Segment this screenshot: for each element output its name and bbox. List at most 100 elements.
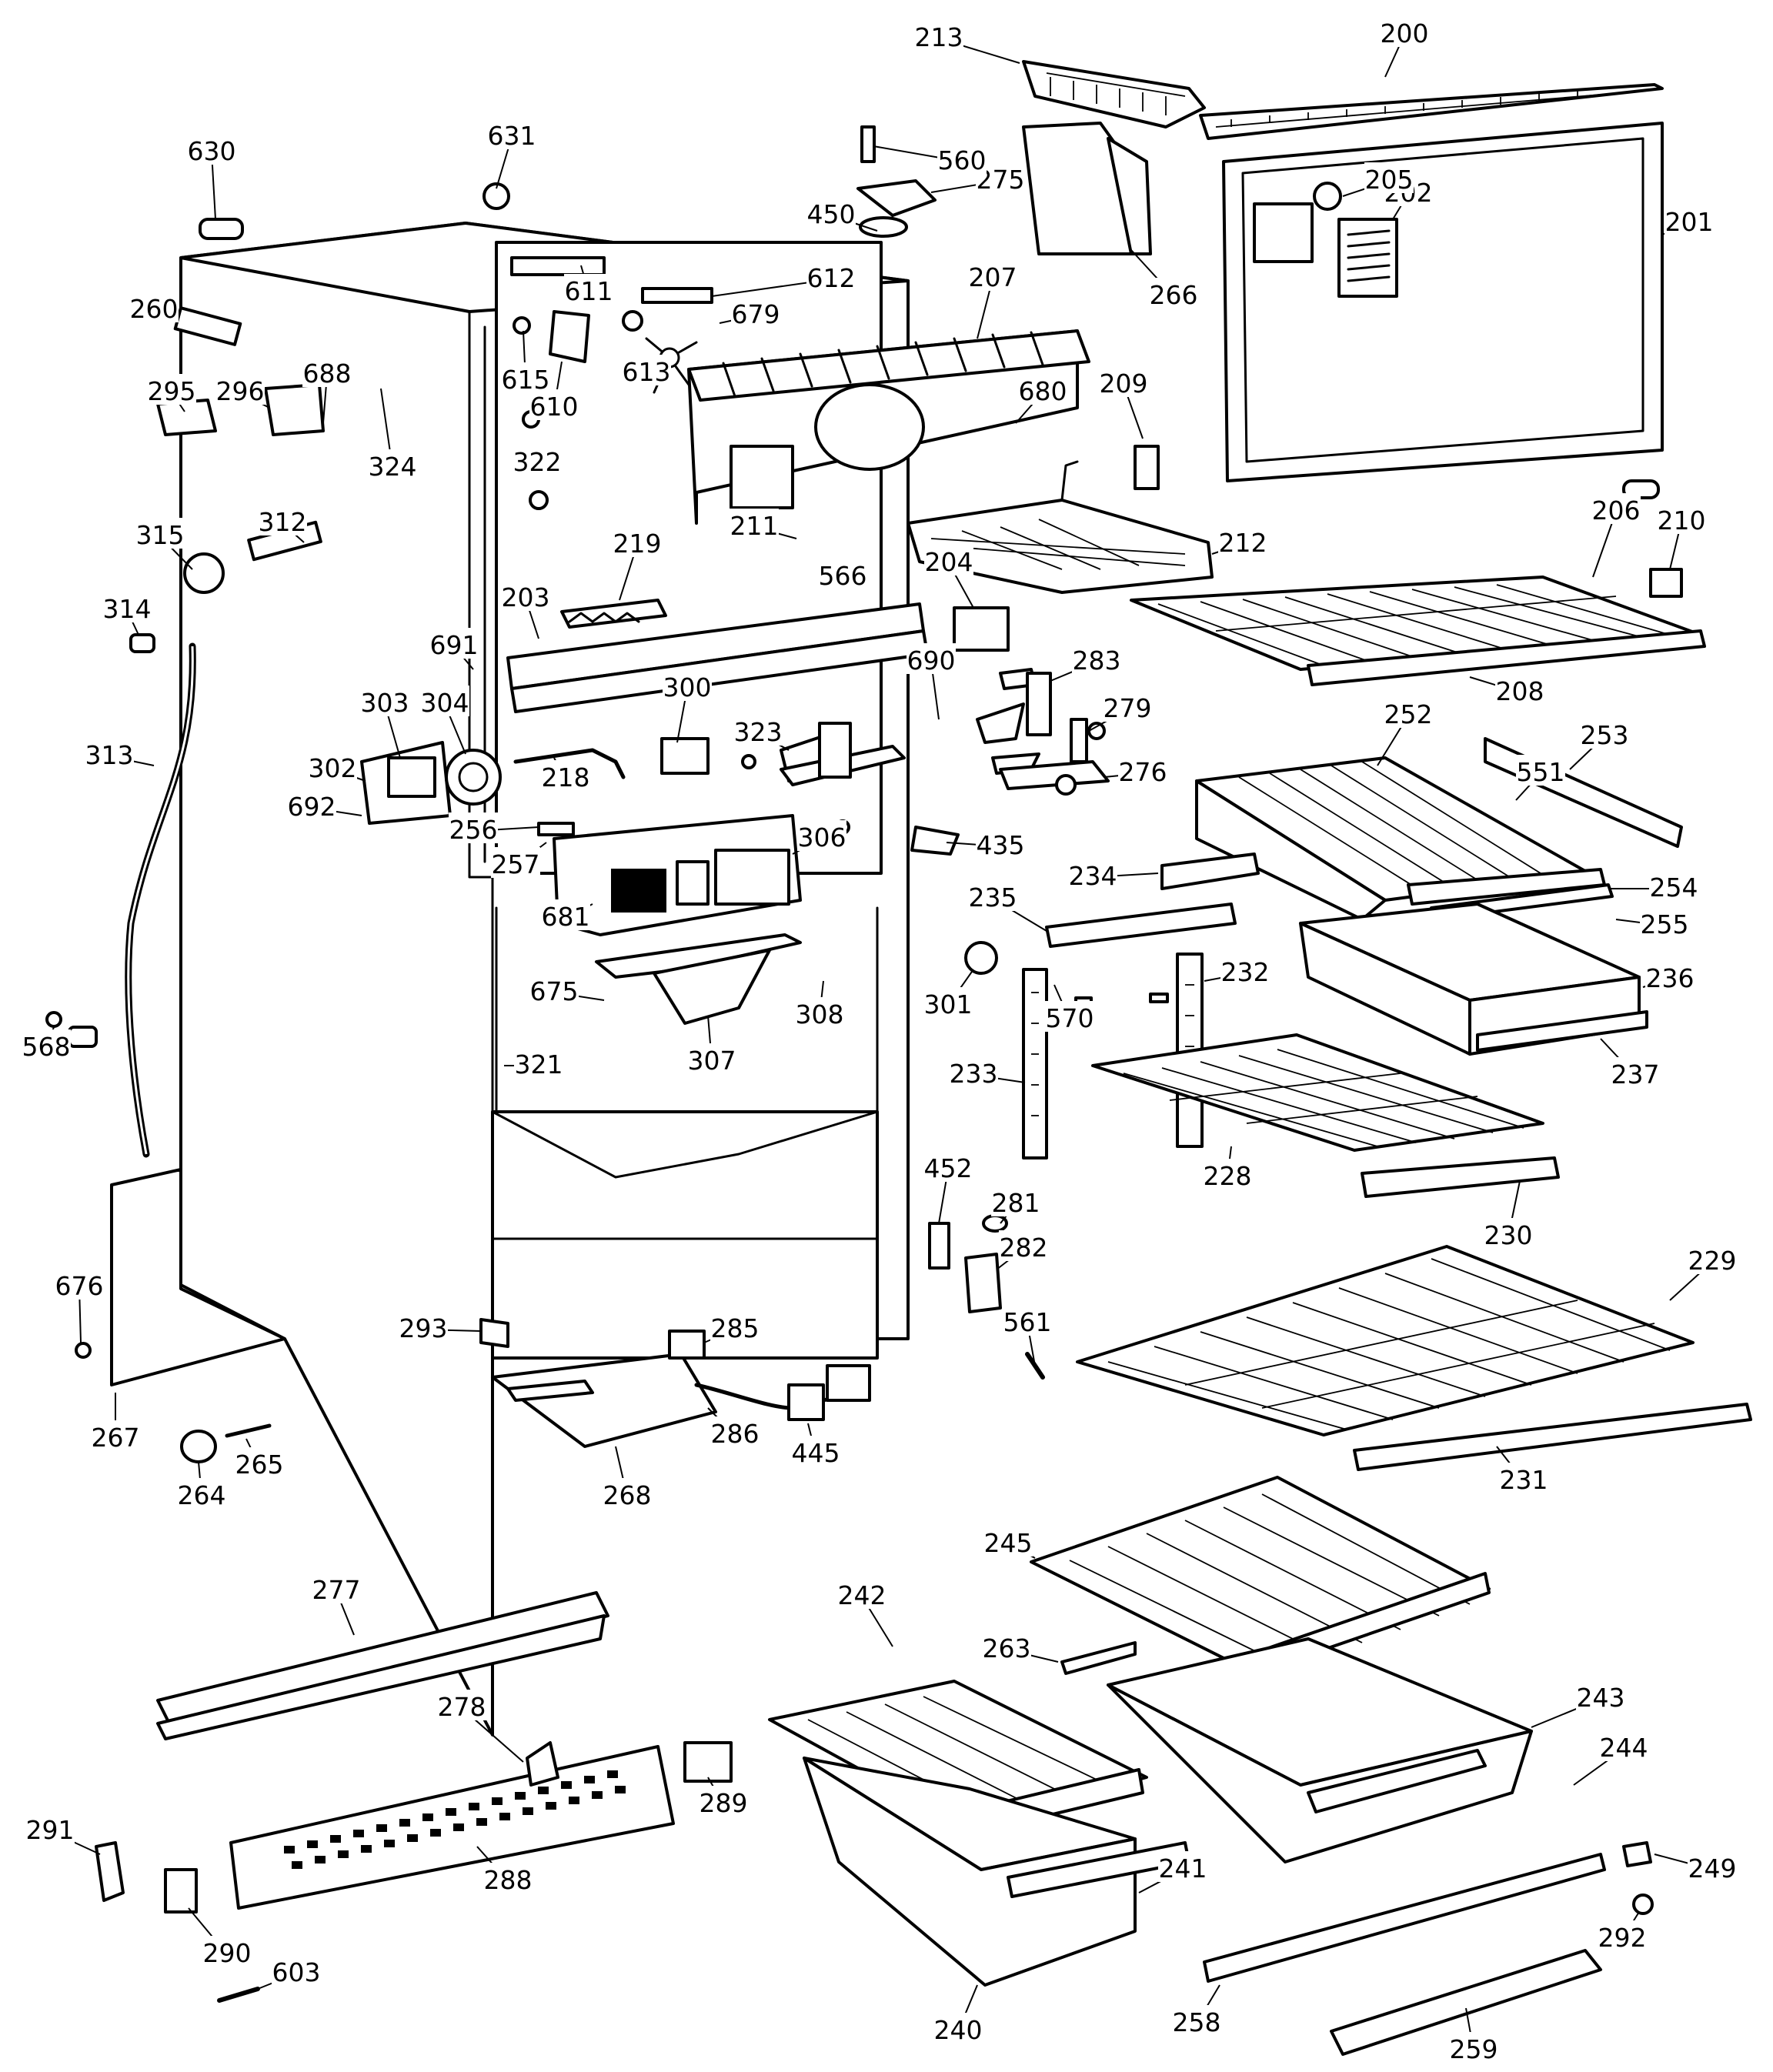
part-label-290: 290 [203, 1938, 252, 1968]
part-label-285: 285 [711, 1313, 760, 1343]
label-background-264 [177, 1478, 226, 1509]
label-background-209 [1099, 366, 1148, 397]
label-background-688 [302, 356, 352, 387]
label-background-445 [791, 1436, 840, 1466]
label-background-612 [806, 261, 856, 292]
label-background-292 [1598, 1920, 1647, 1951]
thermostat-assembly [360, 741, 502, 825]
part-label-688: 688 [303, 359, 352, 389]
label-background-322 [513, 445, 562, 475]
label-background-603 [272, 1955, 321, 1986]
label-background-203 [501, 580, 550, 611]
part-label-244: 244 [1600, 1733, 1648, 1763]
part-label-260: 260 [130, 294, 179, 324]
label-background-691 [429, 628, 479, 659]
part-label-258: 258 [1173, 2007, 1221, 2037]
part-label-204: 204 [925, 547, 973, 577]
part-label-212: 212 [1219, 528, 1267, 558]
part-label-570: 570 [1046, 1003, 1094, 1033]
evaporator-cover [687, 329, 1090, 525]
lower-wire-shelf [1076, 1245, 1752, 1471]
part-label-259: 259 [1450, 2034, 1498, 2064]
part-label-321: 321 [515, 1049, 563, 1079]
label-background-254 [1649, 870, 1698, 901]
part-label-210: 210 [1658, 505, 1706, 536]
part-label-256: 256 [449, 815, 498, 845]
label-background-236 [1645, 961, 1695, 992]
label-background-679 [731, 297, 780, 328]
label-background-551 [1516, 755, 1565, 786]
label-background-631 [487, 118, 536, 149]
part-label-292: 292 [1598, 1923, 1647, 1953]
label-background-323 [733, 715, 783, 746]
part-label-315: 315 [136, 520, 185, 550]
label-background-242 [837, 1578, 886, 1609]
part-label-610: 610 [530, 392, 579, 422]
part-label-255: 255 [1641, 909, 1689, 939]
label-background-561 [1003, 1305, 1052, 1336]
label-background-245 [983, 1526, 1033, 1557]
part-label-307: 307 [688, 1046, 736, 1076]
label-background-281 [991, 1186, 1040, 1216]
label-background-308 [795, 997, 844, 1028]
upper-wire-shelf [1130, 576, 1706, 686]
label-background-230 [1484, 1218, 1533, 1249]
freezer-door [1199, 83, 1664, 499]
part-label-231: 231 [1500, 1465, 1548, 1495]
ice-tray-and-bin [856, 60, 1206, 255]
label-background-235 [968, 880, 1017, 911]
part-label-631: 631 [488, 121, 536, 151]
control-housing [553, 814, 802, 936]
label-background-229 [1688, 1243, 1737, 1274]
part-label-679: 679 [732, 299, 780, 329]
part-label-230: 230 [1484, 1220, 1533, 1250]
part-label-283: 283 [1073, 646, 1121, 676]
label-background-285 [710, 1311, 760, 1342]
control-bracket [506, 602, 929, 713]
label-background-213 [914, 20, 963, 51]
part-label-603: 603 [272, 1957, 321, 1987]
part-label-560: 560 [938, 145, 987, 175]
part-label-228: 228 [1204, 1161, 1252, 1191]
crisper-drawer-right [1060, 1637, 1533, 1863]
part-label-615: 615 [502, 365, 550, 395]
label-background-207 [968, 260, 1017, 291]
label-background-681 [541, 899, 590, 930]
label-background-283 [1072, 643, 1121, 674]
label-background-690 [907, 643, 956, 674]
part-label-268: 268 [603, 1480, 652, 1510]
meat-keeper [1195, 756, 1648, 1056]
part-label-323: 323 [734, 717, 783, 747]
label-background-211 [730, 509, 779, 539]
label-background-260 [129, 292, 179, 322]
part-label-680: 680 [1019, 376, 1067, 406]
part-label-254: 254 [1650, 873, 1698, 903]
part-label-200: 200 [1381, 18, 1429, 48]
part-label-291: 291 [26, 1815, 75, 1845]
part-label-236: 236 [1646, 963, 1695, 993]
label-background-324 [368, 449, 417, 480]
label-background-268 [603, 1478, 652, 1509]
part-label-690: 690 [907, 646, 956, 676]
part-label-281: 281 [992, 1188, 1040, 1218]
label-background-675 [529, 974, 579, 1005]
label-background-570 [1045, 1001, 1094, 1032]
label-background-276 [1118, 755, 1167, 786]
part-label-612: 612 [807, 263, 856, 293]
label-background-244 [1599, 1730, 1648, 1761]
part-label-240: 240 [934, 2015, 983, 2045]
part-label-253: 253 [1581, 720, 1629, 750]
label-background-218 [541, 760, 590, 791]
label-background-304 [420, 686, 469, 716]
part-label-218: 218 [542, 762, 590, 792]
label-background-286 [710, 1416, 760, 1447]
part-label-313: 313 [85, 740, 134, 770]
label-background-301 [923, 987, 973, 1018]
part-label-207: 207 [969, 262, 1017, 292]
middle-wire-shelf [1091, 1033, 1560, 1198]
label-background-282 [999, 1230, 1048, 1261]
part-label-263: 263 [983, 1633, 1031, 1663]
part-label-257: 257 [492, 849, 540, 879]
label-background-630 [187, 134, 236, 165]
bottom-small-parts [95, 1741, 1654, 2003]
